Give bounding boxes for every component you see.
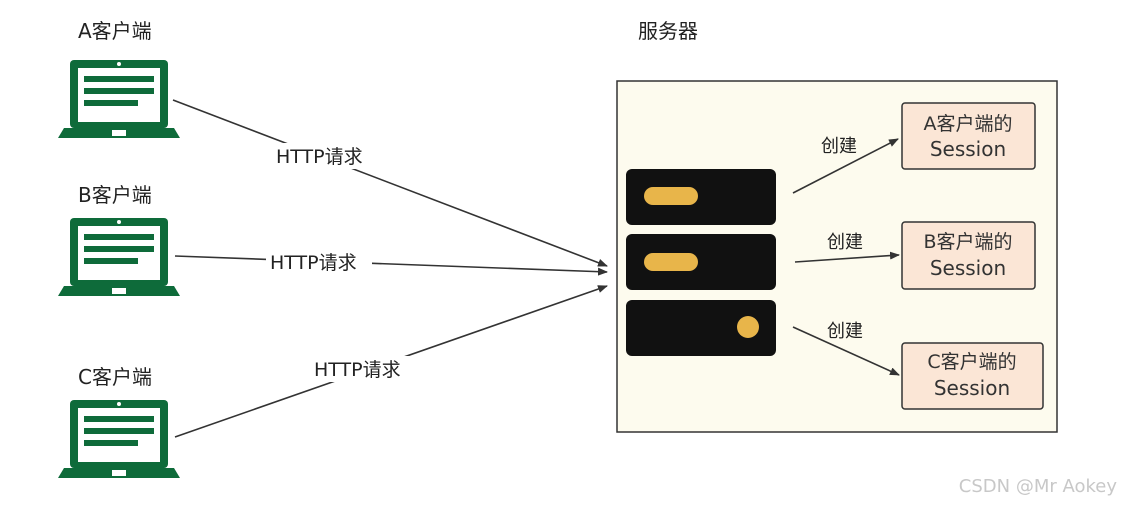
client-label-b: B客户端 <box>78 183 152 207</box>
laptop-icon-c <box>58 400 180 478</box>
server-label: 服务器 <box>638 19 698 43</box>
create-arrow-b <box>794 251 900 263</box>
request-label-b: HTTP请求 <box>270 252 357 274</box>
create-arrow-c <box>792 326 900 376</box>
laptop-icon-a <box>58 60 180 138</box>
request-label-bg-a <box>272 143 378 169</box>
session-label-b-line1: B客户端的 <box>923 231 1012 253</box>
session-box-a <box>901 102 1036 170</box>
request-label-bg-b <box>266 249 372 275</box>
session-label-a-line1: A客户端的 <box>924 113 1013 135</box>
session-label-b-line2: Session <box>930 256 1006 280</box>
create-label-c: 创建 <box>827 321 863 342</box>
server-rack-icon <box>626 169 776 356</box>
laptop-icon-b <box>58 218 180 296</box>
request-label-bg-c <box>310 356 416 382</box>
create-label-b: 创建 <box>827 232 863 253</box>
session-label-c-line1: C客户端的 <box>927 351 1016 373</box>
create-label-a: 创建 <box>821 136 857 157</box>
request-arrow-a <box>172 99 608 267</box>
client-label-c: C客户端 <box>78 365 152 389</box>
session-box-c <box>901 342 1044 410</box>
create-arrow-a <box>792 138 899 194</box>
request-label-c: HTTP请求 <box>314 359 401 381</box>
session-label-a-line2: Session <box>930 137 1006 161</box>
session-label-c-line2: Session <box>934 376 1010 400</box>
session-box-b <box>901 221 1036 290</box>
client-label-a: A客户端 <box>78 19 152 43</box>
request-label-a: HTTP请求 <box>276 146 363 168</box>
request-arrow-b <box>174 255 608 276</box>
watermark: CSDN @Mr Aokey <box>959 476 1118 497</box>
